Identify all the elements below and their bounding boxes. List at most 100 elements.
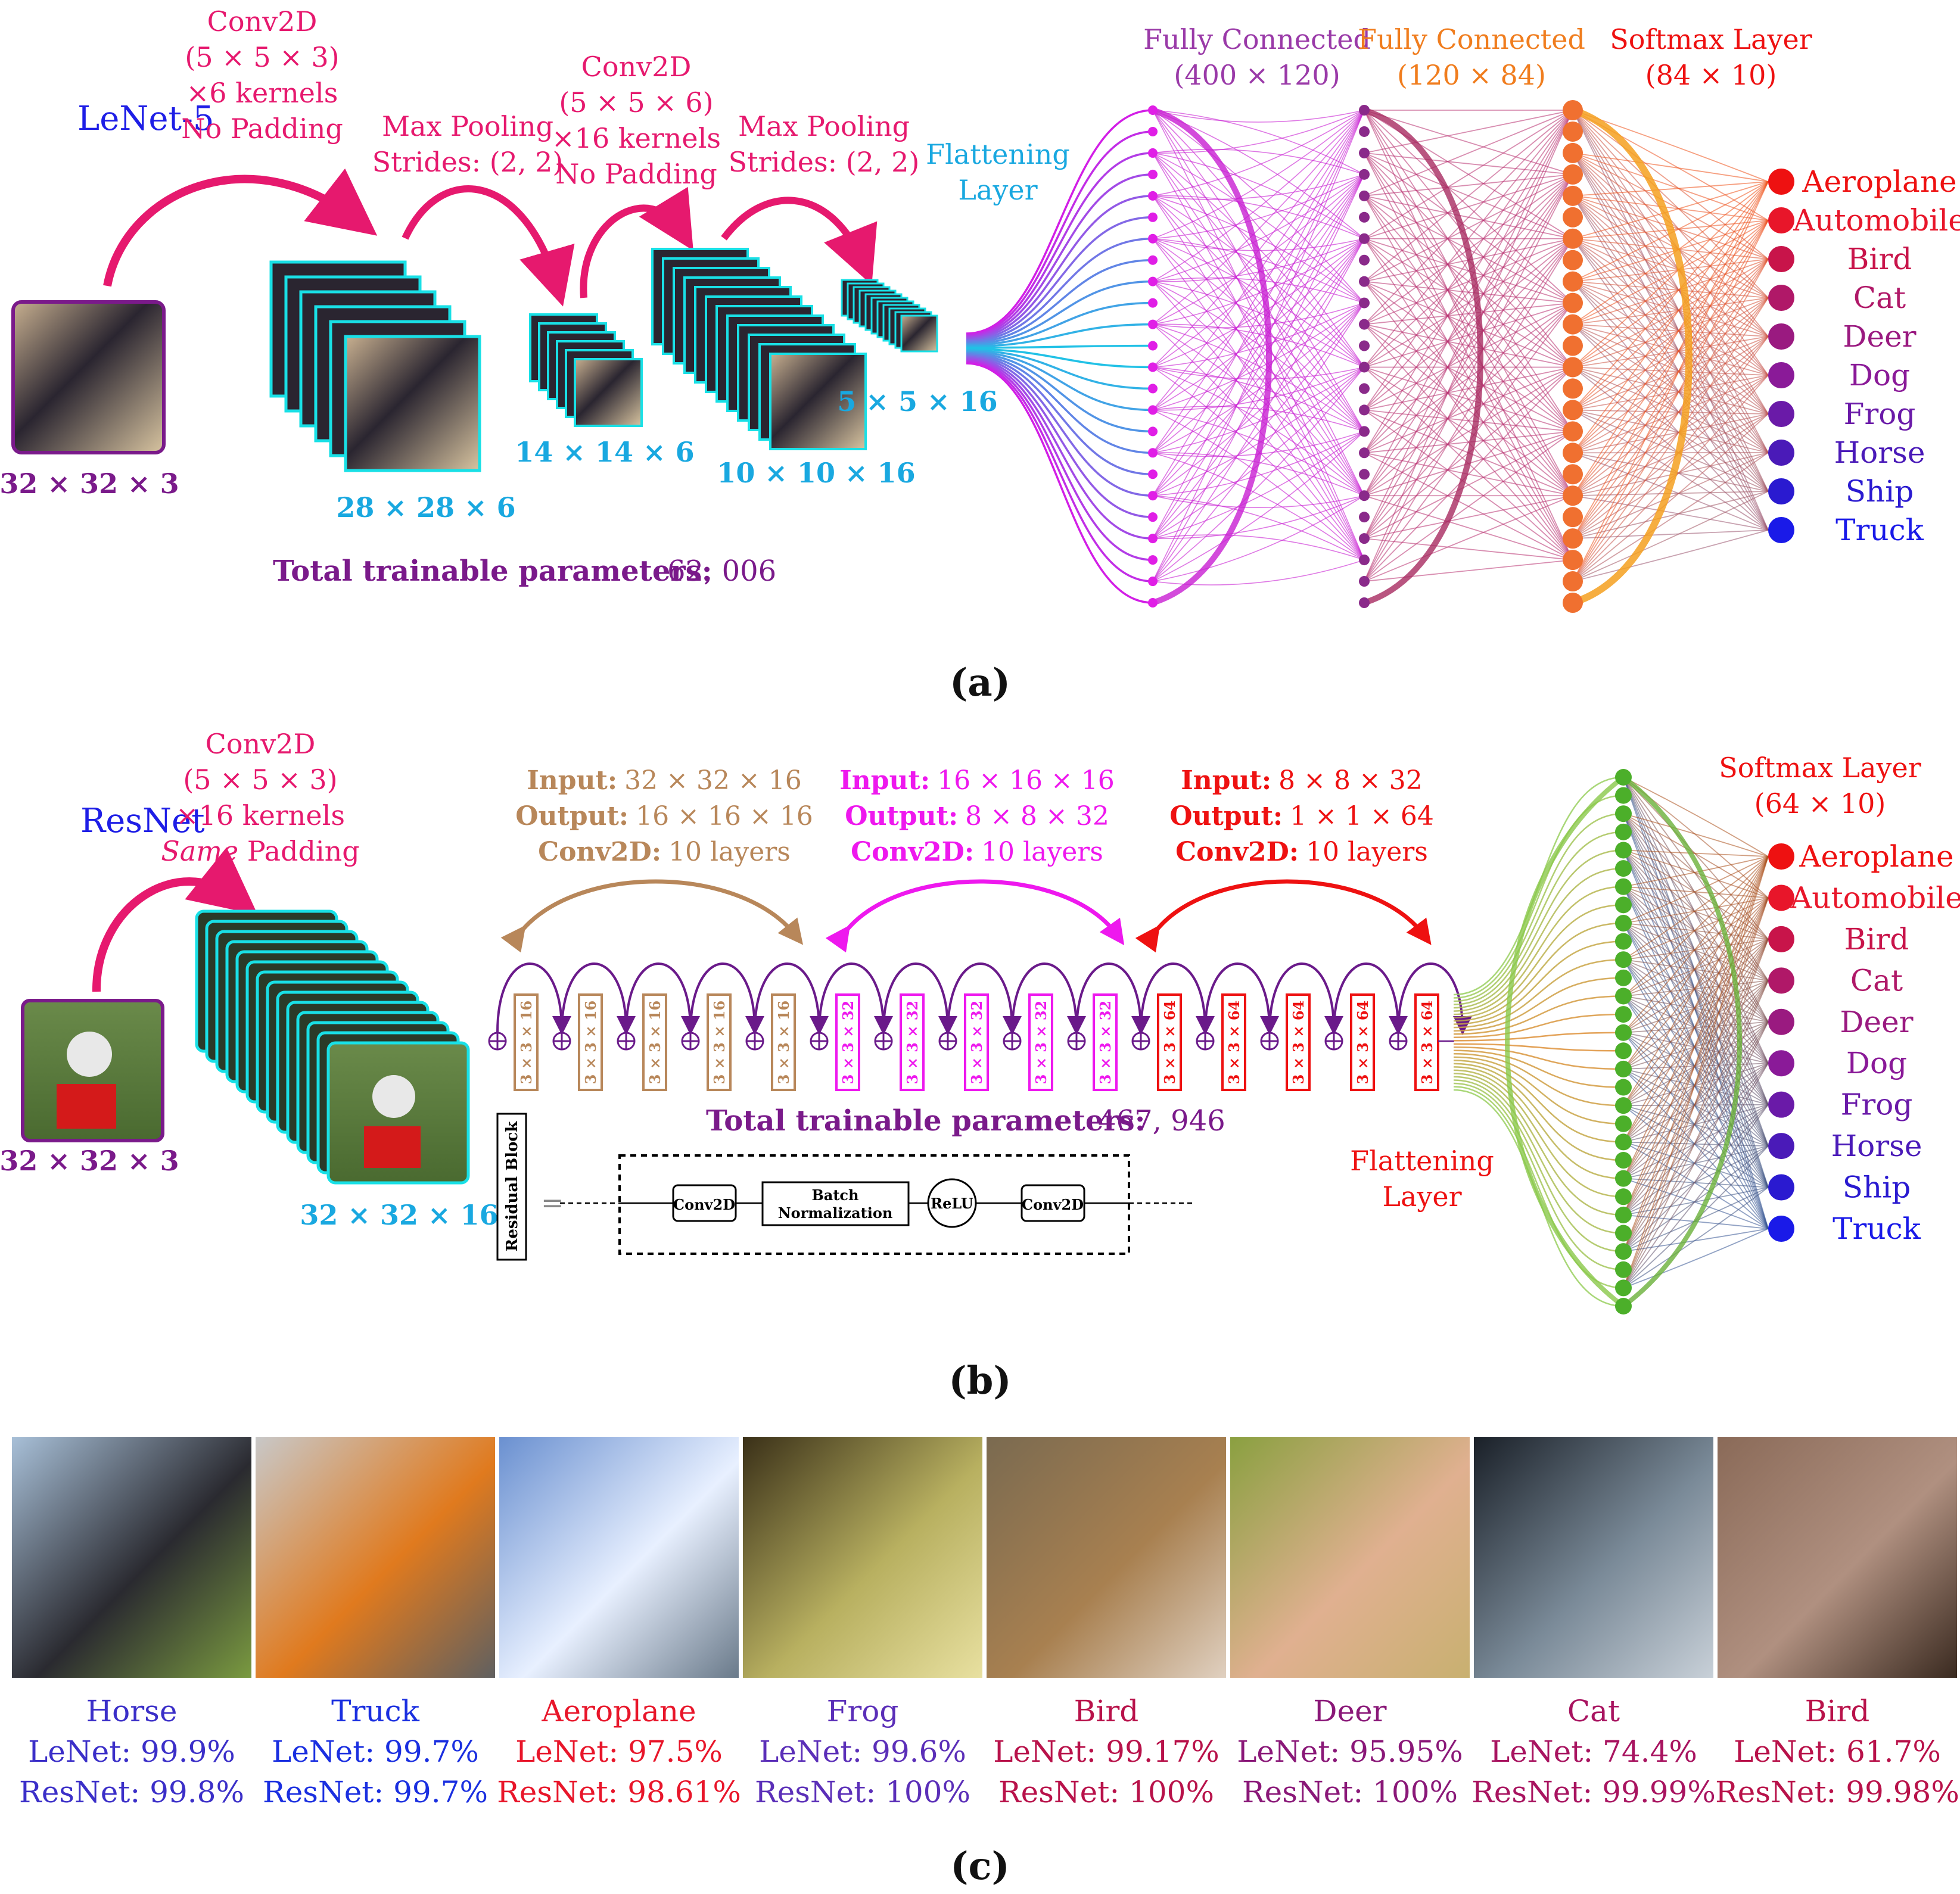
resnet-flatten-node	[1615, 769, 1632, 786]
lenet-class-label: Truck	[1835, 513, 1924, 547]
resnet-output-node	[1768, 1008, 1794, 1035]
sample-class-name: Cat	[1567, 1694, 1620, 1728]
res-batch-label: Batch	[812, 1186, 859, 1204]
resnet-title: ResNet	[80, 802, 205, 840]
fmap-14-size: 14 × 14 × 6	[515, 436, 694, 468]
fc2-node	[1563, 292, 1583, 313]
resnet-softmax-edge	[1623, 777, 1769, 1023]
fc2-node	[1563, 185, 1583, 206]
resnet-flatten-edge	[1453, 849, 1624, 1009]
softmax-edge	[1572, 238, 1769, 376]
resnet-softmax-edge	[1623, 939, 1769, 1070]
fc1-edge	[1152, 366, 1365, 582]
resnet-softmax-edge	[1623, 1069, 1769, 1229]
stage3-input: Input:8 × 8 × 32	[1181, 765, 1423, 796]
fmap-5-size: 5 × 5 × 16	[837, 385, 997, 418]
resnet-softmax-edge	[1623, 939, 1769, 1142]
resnet-softmax-edge	[1623, 1063, 1769, 1143]
fc1-edge	[1152, 174, 1365, 200]
resnet-conv1-line-4: Same Padding	[161, 835, 359, 867]
flatten-edge	[966, 280, 1153, 345]
resnet-softmax-edge	[1623, 777, 1769, 857]
fc2-edge	[1364, 174, 1573, 410]
resnet-flatten-line-1: Flattening	[1350, 1145, 1494, 1177]
lenet-conv1-label: Conv2D (5 × 5 × 3) ×6 kernels No Padding	[181, 5, 343, 145]
padding-word: Padding	[238, 835, 360, 867]
output-node	[1768, 362, 1794, 388]
flatten-node	[1148, 555, 1158, 565]
resnet-params-label: Total trainable parameters:	[706, 1104, 1145, 1138]
fc2-edge	[1364, 110, 1573, 239]
conv2-arrow	[580, 186, 693, 298]
flatten-edge	[966, 323, 1153, 348]
resnet-flatten-node	[1615, 787, 1632, 804]
stage2-output-value: 8 × 8 × 32	[965, 801, 1109, 831]
residual-block-label: 3 × 3 × 16	[711, 1001, 728, 1084]
softmax-edge	[1572, 366, 1769, 415]
resnet-softmax-edge	[1623, 849, 1769, 1023]
fmap-28-size: 28 × 28 × 6	[336, 491, 515, 524]
fc1-node	[1359, 426, 1370, 437]
resnet-class-labels: AeroplaneAutomobileBirdCatDeerDogFrogHor…	[1790, 839, 1960, 1246]
resnet-softmax-edge	[1623, 980, 1769, 1143]
res-batchnorm	[761, 1181, 910, 1226]
resnet-softmax-edge	[1623, 959, 1769, 1105]
sample-lenet-score: LeNet: 74.4%	[1490, 1734, 1697, 1769]
softmax-edge	[1572, 152, 1769, 298]
resnet-flatten-edge	[1453, 1060, 1624, 1143]
resnet-flatten-node	[1615, 1060, 1632, 1077]
resnet-flatten-edge	[1453, 1056, 1624, 1125]
sample-image	[987, 1437, 1226, 1678]
residual-block	[771, 993, 796, 1091]
residual-block-label: 3 × 3 × 64	[1290, 1001, 1307, 1084]
resnet-flatten-node	[1615, 805, 1632, 823]
stage1-output-value: 16 × 16 × 16	[636, 801, 813, 831]
softmax-edge	[1572, 152, 1769, 531]
lenet-flatten-line-1: Flattening	[926, 138, 1070, 170]
fc1-edge	[1152, 431, 1365, 582]
resnet-flatten-edge	[1453, 940, 1624, 1025]
fc2-edge	[1364, 174, 1573, 453]
resnet-class-label: Automobile	[1790, 880, 1960, 915]
conv1-line-3: ×6 kernels	[186, 77, 338, 109]
sample-resnet-score: ResNet: 98.61%	[497, 1775, 741, 1809]
skip-connection	[496, 962, 571, 1035]
pool2-arrow	[721, 197, 878, 285]
stage1-input: Input:32 × 32 × 16	[527, 765, 802, 796]
fc2-edge	[1364, 495, 1573, 582]
fc2-edge	[1364, 174, 1573, 282]
flatten-edge	[966, 237, 1153, 342]
fc1-edge	[1152, 406, 1365, 432]
res-conv2d-1-label: Conv2D	[673, 1196, 735, 1213]
sample-lenet-score: LeNet: 97.5%	[515, 1734, 723, 1769]
resnet-output-node	[1768, 967, 1794, 994]
softmax-edge	[1572, 181, 1769, 410]
fc2-node	[1563, 593, 1583, 613]
residual-block-label: 3 × 3 × 16	[518, 1001, 535, 1084]
resnet-softmax-edge	[1623, 1021, 1769, 1179]
resnet-softmax-edge	[1623, 939, 1769, 1179]
softmax-edge	[1572, 220, 1769, 582]
fc1-node	[1359, 233, 1370, 244]
fc2-node	[1563, 142, 1583, 163]
skip-connection	[561, 962, 636, 1035]
flatten-edge	[966, 350, 1153, 412]
output-node	[1768, 401, 1794, 427]
resnet-softmax-edge	[1623, 1021, 1769, 1252]
resnet-flatten-node	[1615, 1188, 1632, 1205]
resnet-softmax-edge	[1623, 980, 1769, 1033]
resnet-flatten-edge	[1453, 904, 1624, 1018]
flatten-node	[1148, 534, 1158, 544]
softmax-edge	[1572, 195, 1769, 337]
softmax-edge	[1572, 238, 1769, 415]
conv1-arrow	[103, 168, 378, 287]
softmax-edge	[1572, 336, 1769, 454]
resnet-class-label: Aeroplane	[1799, 839, 1953, 874]
softmax-b-size: (64 × 10)	[1754, 787, 1886, 820]
resnet-flatten-node	[1615, 1225, 1632, 1242]
sample-resnet-score: ResNet: 100%	[1242, 1775, 1458, 1809]
softmax-edge	[1572, 297, 1769, 539]
resnet-softmax-edge	[1623, 897, 1769, 1106]
resnet-softmax-edge	[1623, 939, 1769, 1216]
